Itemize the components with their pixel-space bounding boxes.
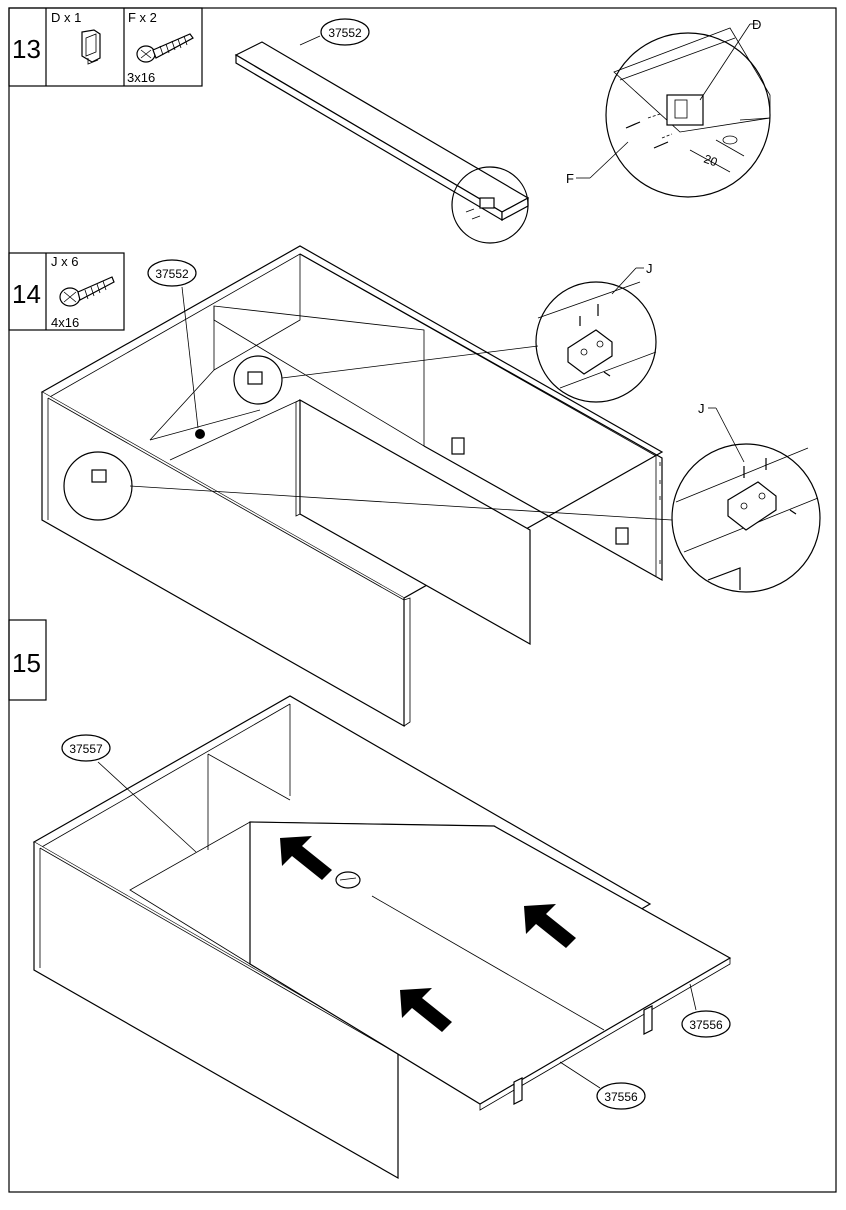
- step-15-panel-a-label: 37556: [689, 1018, 723, 1032]
- insert-arrow: [400, 988, 452, 1032]
- step-13-detail: D F 20: [566, 17, 771, 198]
- step-15-box: 15: [8, 619, 47, 701]
- cam-hole: [195, 429, 205, 439]
- part-F-qty: F x 2: [128, 10, 157, 25]
- step-14-carcass: 37552: [40, 245, 673, 728]
- detail-circle-small: [451, 166, 529, 244]
- step-13-board-label: 37552: [328, 26, 362, 40]
- step-14-detail-right: J: [671, 401, 821, 593]
- part-J-size: 4x16: [51, 315, 79, 330]
- step-14-board-label: 37552: [155, 267, 189, 281]
- step-13-parts-box: 13 D x 1 F x 2 3x16: [8, 7, 203, 87]
- insert-arrow: [524, 904, 576, 948]
- detail-letter-F: F: [566, 171, 574, 186]
- detail-letter-J-right: J: [698, 401, 705, 416]
- screw-icon: [136, 33, 194, 63]
- bracket-icon: [81, 29, 101, 65]
- part-D-qty: D x 1: [51, 10, 81, 25]
- detail-letter-J-top: J: [646, 261, 653, 276]
- step-14-parts-box: 14 J x 6 4x16: [8, 252, 125, 331]
- part-number-callout: [61, 734, 111, 762]
- part-number-callout: [320, 18, 370, 46]
- corner-bracket-detail: [727, 481, 777, 531]
- cam-hole: [335, 871, 361, 889]
- part-number-callout: [681, 1010, 731, 1038]
- step-15-shelf-label: 37557: [69, 742, 103, 756]
- step-15-carcass: 37557 37556 37556: [32, 695, 732, 1180]
- part-F-size: 3x16: [127, 70, 155, 85]
- step-15-panel-b-label: 37556: [604, 1090, 638, 1104]
- page-border: [8, 7, 837, 1193]
- part-J-qty: J x 6: [51, 254, 78, 269]
- bracket-detail: [666, 94, 704, 126]
- step-13-board: 37552: [234, 18, 530, 244]
- step-15-number: 15: [12, 648, 41, 678]
- part-number-callout: [147, 259, 197, 287]
- insert-arrow: [280, 836, 332, 880]
- step-14-number: 14: [12, 279, 41, 309]
- step-13-number: 13: [12, 34, 41, 64]
- dimension-20: 20: [702, 152, 720, 170]
- part-number-callout: [596, 1082, 646, 1110]
- step-14-detail-top: J: [535, 261, 657, 403]
- detail-letter-D: D: [752, 17, 761, 32]
- screw-icon: [59, 276, 115, 307]
- corner-bracket-detail: [567, 329, 613, 375]
